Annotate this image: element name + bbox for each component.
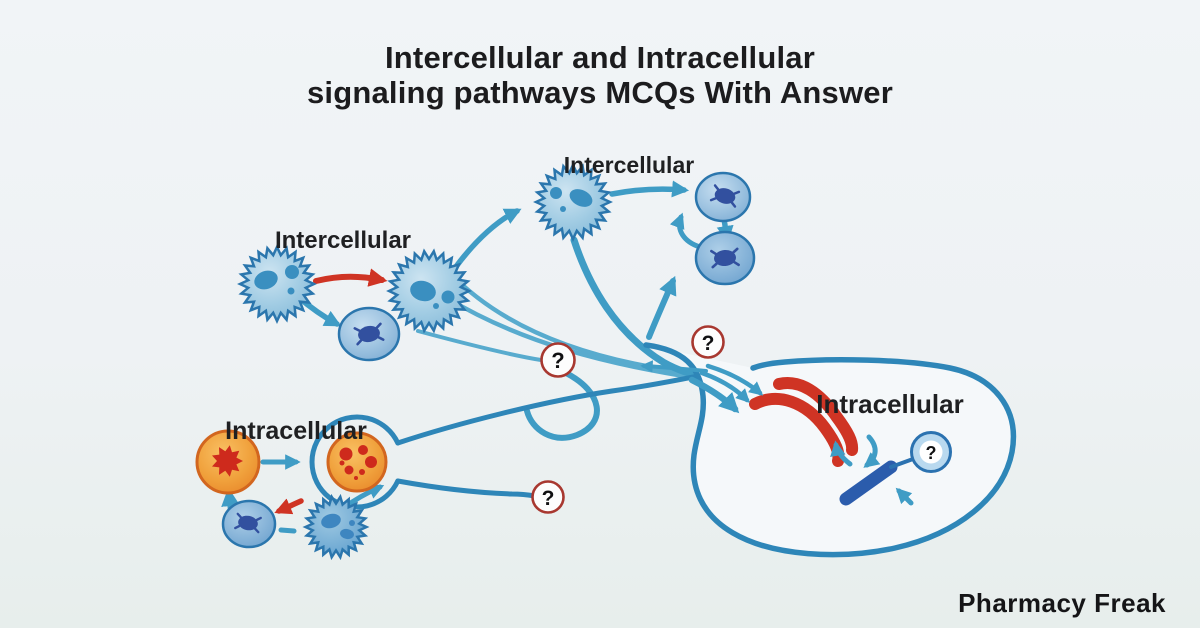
connector-dash	[278, 527, 297, 534]
intracellular-funnel-tail-top	[395, 372, 707, 446]
entry-arrow-2	[705, 363, 764, 396]
target-cell-membrane	[643, 342, 1017, 558]
exit-arrow-left	[640, 360, 708, 373]
spiky-cell-left-b-dot	[433, 303, 439, 309]
entry-arrow-3	[688, 376, 740, 414]
orange-cell-in-funnel	[326, 431, 388, 493]
orange-cell-free	[195, 429, 261, 495]
spiky-cell-left-a-body	[237, 244, 317, 324]
spiky-cell-top-granule	[550, 187, 562, 199]
spiky-cell-top-nucleus	[569, 189, 593, 207]
page-title: Intercellular and Intracellular signalin…	[0, 40, 1200, 110]
spiky-cell-bottom-granule	[340, 528, 354, 540]
spiky-cell-left-a	[237, 244, 317, 324]
pathway-loop	[524, 370, 600, 441]
arrow-curl-up	[669, 212, 703, 250]
question-badge-upper: ?	[691, 325, 725, 359]
label-intercellular-left: Intercellular	[275, 227, 411, 254]
question-mark-mid: ?	[551, 348, 564, 373]
question-mark-lower: ?	[542, 487, 555, 510]
question-mark-upper: ?	[702, 332, 715, 355]
spiky-cell-bottom-dot	[349, 520, 355, 526]
intercellular-left-group	[237, 244, 472, 362]
label-intercellular-top: Intercellular	[564, 152, 694, 178]
orange-cell-funnel-granules	[339, 445, 377, 480]
spiky-cell-left-b-nucleus	[410, 280, 436, 302]
entry-arrow-1	[699, 370, 750, 403]
arrow-spiky-to-top-cell	[452, 208, 522, 271]
spiky-cell-bottom-nucleus	[321, 513, 341, 529]
question-badge-lower: ?	[531, 480, 565, 514]
blue-receptor: ?	[839, 431, 952, 506]
spiky-cell-bottom	[302, 493, 370, 561]
intracellular-funnel-tail-bottom	[395, 478, 538, 499]
cell-entry-arrows	[640, 275, 764, 414]
spiky-cell-left-a-nucleus	[254, 270, 278, 290]
question-badge-mid: ?	[540, 342, 576, 378]
orange-cell-free-nucleus	[212, 445, 243, 477]
intracellular-left-group	[195, 429, 388, 561]
spiky-cell-left-a-granule	[285, 265, 299, 279]
spiky-cell-left-b	[386, 248, 472, 334]
label-intracellular-right: Intracellular	[816, 389, 963, 419]
exchange-arrow-down	[863, 434, 881, 468]
brand-watermark: Pharmacy Freak	[958, 588, 1166, 618]
intercellular-top-group	[452, 162, 756, 286]
title-line-1: Intercellular and Intracellular	[384, 40, 815, 75]
pathway-curve-thick	[570, 236, 707, 381]
receptor-small-arrow	[895, 487, 914, 506]
arrow-topcell-to-round	[609, 180, 690, 198]
blue-receptor-stem	[889, 457, 915, 469]
red-arrow-cell-to-cell	[313, 268, 388, 287]
intracellular-arrows	[830, 434, 914, 506]
spiky-cell-top	[533, 162, 613, 242]
blue-receptor-bar	[839, 460, 898, 506]
receptor-question-core	[919, 440, 943, 464]
intracellular-funnel-ring	[309, 414, 401, 510]
red-chromosome-bar-2	[773, 377, 859, 456]
pathway-curve-to-question	[416, 329, 543, 362]
spiky-cell-left-a-dot	[287, 287, 295, 295]
spiky-cell-top-dot	[560, 206, 566, 212]
round-cell-lower	[694, 230, 756, 286]
title-line-2: signaling pathways MCQs With Answer	[306, 75, 894, 110]
signal-pathway-curves	[309, 236, 707, 510]
exchange-arrow-up	[830, 440, 853, 467]
spiky-cell-left-b-granule	[441, 290, 455, 304]
question-badges: ? ? ?	[531, 325, 725, 514]
round-cell-bottom	[221, 499, 277, 549]
receptor-question-mark: ?	[926, 443, 937, 463]
round-cell-left	[337, 306, 401, 362]
label-intracellular-left: Intracellular	[225, 417, 367, 445]
red-arrow-spiky-to-blue	[274, 498, 304, 515]
spiky-cell-bottom-body	[302, 493, 370, 561]
arrow-up-to-round-cell	[646, 275, 677, 340]
orange-cell-funnel-body	[326, 431, 388, 493]
round-cell-upper	[694, 171, 752, 223]
